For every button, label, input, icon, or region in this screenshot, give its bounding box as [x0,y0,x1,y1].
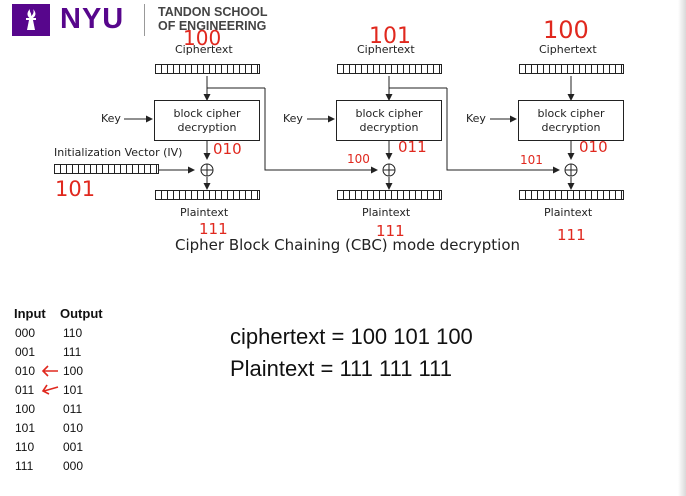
stage-1-key-label: Key [101,112,121,125]
plaintext-equation: Plaintext = 111 111 111 [230,356,452,381]
table-input-cell: 110 [15,440,35,454]
stage-2-ciphertext-label: Ciphertext [357,43,415,56]
stage-3-plaintext-register [519,190,624,200]
stage-3-ciphertext-label: Ciphertext [539,43,597,56]
block-line-2: decryption [359,120,419,134]
nyu-wordmark: NYU [60,3,125,35]
table-input-cell: 111 [15,459,34,473]
table-input-cell: 011 [15,383,35,397]
block-line-1: block cipher [355,106,423,120]
table-header-output: Output [60,306,103,321]
school-name: TANDON SCHOOL OF ENGINEERING [158,5,268,33]
table-output-cell: 111 [63,345,82,359]
stage-2-key-label: Key [283,112,303,125]
table-input-cell: 010 [15,364,36,378]
stage-2-ciphertext-register [337,64,442,74]
table-output-cell: 011 [63,402,83,416]
stage-2-plaintext-register [337,190,442,200]
stage-3-ciphertext-register [519,64,624,74]
annotation-dec-1: 010 [213,140,242,158]
stage-2-plaintext-label: Plaintext [362,206,411,219]
torch-icon [26,9,36,30]
stage-1-plaintext-label: Plaintext [180,206,229,219]
annotation-ct-1: 100 [183,26,222,50]
ciphertext-equation: ciphertext = 100 101 100 [230,324,473,349]
block-line-2: decryption [177,120,237,134]
table-output-cell: 101 [63,383,84,397]
table-output-cell: 110 [63,326,83,340]
annotation-dec-3: 010 [579,138,608,156]
iv-register [54,164,159,174]
block-line-2: decryption [541,120,601,134]
table-input-cell: 000 [15,326,36,340]
table-output-cell: 010 [63,421,84,435]
window-edge [678,0,686,496]
stage-3-key-label: Key [466,112,486,125]
table-input-cell: 001 [15,345,36,359]
annotation-xor-in-3: 101 [520,153,543,167]
header-divider [144,4,145,36]
table-output-cell: 100 [63,364,84,378]
annotation-pt-3: 111 [557,226,586,244]
annotation-dec-2: 011 [398,138,427,156]
table-header-input: Input [14,306,46,321]
nyu-torch-logo [12,4,50,36]
table-input-cell: 101 [15,421,36,435]
table-input-cell: 100 [15,402,36,416]
annotation-iv-value: 101 [55,177,96,201]
block-line-1: block cipher [537,106,605,120]
table-output-cell: 001 [63,440,84,454]
stage-1-ciphertext-register [155,64,260,74]
diagram-caption: Cipher Block Chaining (CBC) mode decrypt… [175,236,521,254]
annotation-xor-in-2: 100 [347,152,370,166]
block-line-1: block cipher [173,106,241,120]
table-output-cell: 000 [63,459,84,473]
header: NYU TANDON SCHOOL OF ENGINEERING [0,0,686,40]
annotation-pt-2: 111 [376,222,405,240]
annotation-pt-1: 111 [199,220,228,238]
stage-1-ciphertext-label: Ciphertext [175,43,233,56]
stage-1-plaintext-register [155,190,260,200]
stage-3-plaintext-label: Plaintext [544,206,593,219]
school-line-1: TANDON SCHOOL [158,5,268,19]
school-line-2: OF ENGINEERING [158,19,267,33]
annotation-ct-2: 101 [369,24,411,49]
annotation-ct-3: 100 [543,16,589,44]
iv-label: Initialization Vector (IV) [54,146,183,159]
